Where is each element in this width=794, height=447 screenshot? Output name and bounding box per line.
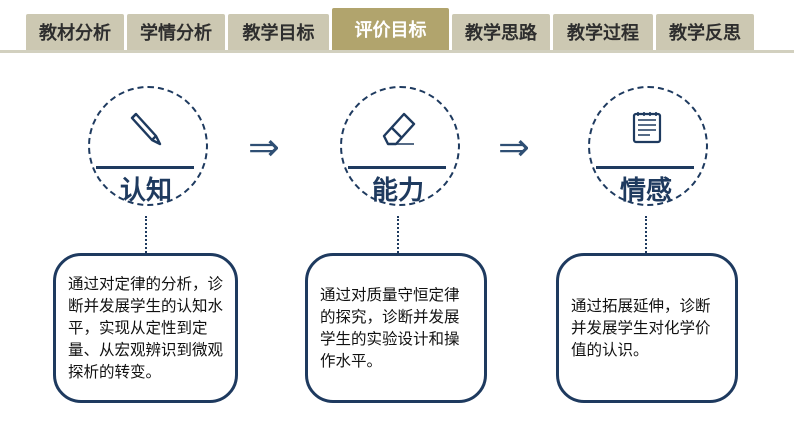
connector-dots — [145, 216, 147, 256]
tab-teaching-process[interactable]: 教学过程 — [553, 14, 653, 50]
tab-teaching-reflection[interactable]: 教学反思 — [656, 14, 754, 50]
step-title: 能力 — [371, 176, 424, 206]
ability-text: 通过对质量守恒定律的探究，诊断并发展学生的实验设计和操作水平。 — [320, 286, 460, 370]
connector-dots — [645, 216, 647, 256]
tab-textbook-analysis[interactable]: 教材分析 — [26, 14, 124, 50]
arrow-right-icon: ⇒ — [498, 125, 530, 169]
divider-line — [348, 166, 446, 169]
step-title: 情感 — [619, 176, 672, 206]
divider-line — [596, 166, 694, 169]
eraser-icon — [382, 112, 416, 146]
emotion-text: 通过拓展延伸，诊断并发展学生对化学价值的认识。 — [571, 297, 711, 359]
notepad-icon — [632, 112, 662, 144]
tab-bar: 教材分析 学情分析 教学目标 评价目标 教学思路 教学过程 教学反思 — [0, 0, 794, 56]
ability-box: 通过对质量守恒定律的探究，诊断并发展学生的实验设计和操作水平。 — [305, 253, 487, 403]
tab-student-analysis[interactable]: 学情分析 — [127, 14, 225, 50]
pencil-icon — [130, 112, 162, 146]
tab-teaching-approach[interactable]: 教学思路 — [452, 14, 550, 50]
step-circle — [340, 86, 460, 206]
emotion-box: 通过拓展延伸，诊断并发展学生对化学价值的认识。 — [556, 253, 738, 403]
cognition-text: 通过对定律的分析，诊断并发展学生的认知水平，实现从定性到定量、从宏观辨识到微观探… — [68, 275, 224, 381]
arrow-right-icon: ⇒ — [248, 125, 280, 169]
tab-list: 教材分析 学情分析 教学目标 评价目标 教学思路 教学过程 教学反思 — [26, 8, 757, 50]
cognition-box: 通过对定律的分析，诊断并发展学生的认知水平，实现从定性到定量、从宏观辨识到微观探… — [53, 253, 238, 403]
step-circle — [588, 86, 708, 206]
tab-evaluation-goals[interactable]: 评价目标 — [332, 8, 449, 50]
tab-baseline — [0, 50, 794, 53]
divider-line — [96, 166, 194, 169]
connector-dots — [397, 216, 399, 256]
tab-teaching-goals[interactable]: 教学目标 — [228, 14, 329, 50]
step-circle — [88, 86, 208, 206]
step-title: 认知 — [119, 176, 172, 206]
